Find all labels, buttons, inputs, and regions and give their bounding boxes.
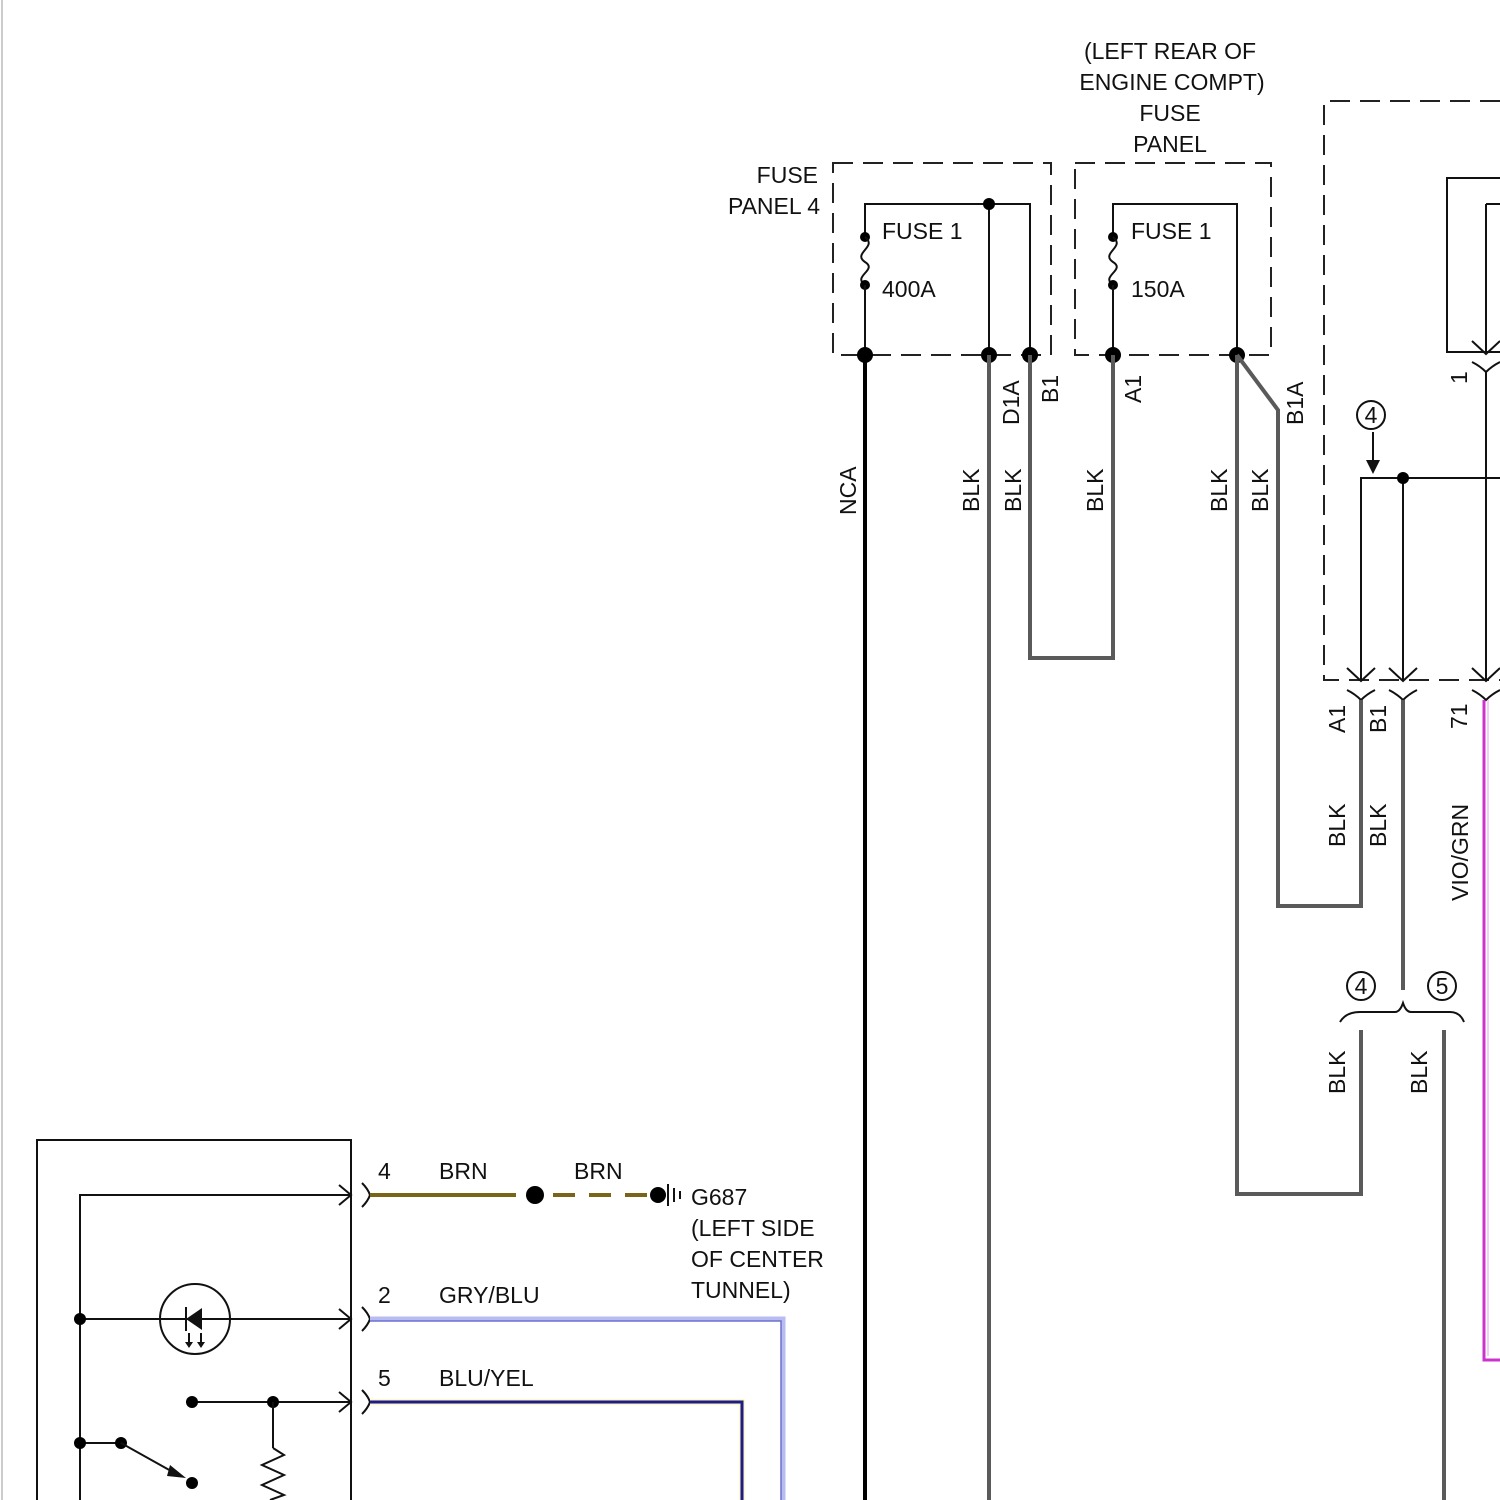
fuse-panel-engine-boundary	[1075, 163, 1271, 355]
switch-module	[37, 1140, 351, 1500]
fuse-panel-engine-fuse-label: FUSE 1	[1131, 218, 1212, 244]
module-labels: 4 BRN BRN G687 (LEFT SIDE OF CENTER TUNN…	[378, 1158, 824, 1391]
ground-location-2: OF CENTER	[691, 1246, 824, 1272]
terminal-label-1: 1	[1446, 371, 1472, 384]
fuse-panel-4-fuse-rating: 400A	[882, 276, 936, 302]
wire-vio-grn	[1484, 700, 1500, 1360]
wire-label-blk: BLK	[1406, 1050, 1432, 1094]
wire-blu-yel	[370, 1402, 742, 1500]
connector-cup-icon	[1389, 690, 1417, 700]
fuse-panel-4-fuse-label: FUSE 1	[882, 218, 963, 244]
fuse-panel-4-name-1: FUSE	[757, 162, 818, 188]
right-module-internal-bus	[1361, 478, 1500, 680]
connector-chevron-icon	[1472, 362, 1500, 372]
wire-label-blk: BLK	[958, 468, 984, 512]
connector-cup-icon	[362, 1183, 370, 1207]
fuse-panel-4: FUSE PANEL 4 FUSE 1 400A	[728, 162, 1051, 363]
switch-arrow-icon	[167, 1465, 186, 1478]
resistor-icon	[262, 1448, 284, 1500]
ground-location-3: TUNNEL)	[691, 1277, 791, 1303]
fuse-panel-engine-location-2: ENGINE COMPT)	[1079, 69, 1264, 95]
terminal-label-conn-a1: A1	[1324, 705, 1350, 733]
junction-dot	[983, 198, 995, 210]
reference-number: 5	[1436, 973, 1449, 999]
pin-number-4: 4	[378, 1158, 391, 1184]
wire-label-gry-blu: GRY/BLU	[439, 1282, 540, 1308]
terminal-label-conn-71: 71	[1446, 703, 1472, 729]
fuse-panel-4-name-2: PANEL 4	[728, 193, 820, 219]
wires	[865, 355, 1500, 1500]
module-connectors	[362, 1183, 370, 1414]
pin-number-2: 2	[378, 1282, 391, 1308]
ground-location-1: (LEFT SIDE	[691, 1215, 815, 1241]
wire-label-blk: BLK	[1206, 468, 1232, 512]
terminal-label-b1a: B1A	[1282, 381, 1308, 425]
connector-cup-icon	[362, 1307, 370, 1331]
fuse-panel-engine: (LEFT REAR OF ENGINE COMPT) FUSE PANEL F…	[1075, 38, 1271, 363]
wire-blu-yel-core	[370, 1402, 742, 1500]
junction-dot	[1397, 472, 1409, 484]
connector-cup-icon	[362, 1390, 370, 1414]
connector-cup-icon	[1472, 690, 1500, 700]
junction-dot	[74, 1313, 86, 1325]
fuse-panel-engine-name-2: PANEL	[1133, 131, 1207, 157]
vertical-labels: NCA BLK D1A BLK B1 A1 BLK BLK B1A BLK BL…	[835, 375, 1473, 1094]
wire-label-blu-yel: BLU/YEL	[439, 1365, 534, 1391]
junction-dot	[186, 1396, 198, 1408]
wire-label-brn: BRN	[439, 1158, 488, 1184]
ground-id: G687	[691, 1184, 747, 1210]
junction-dot	[74, 1437, 86, 1449]
reference-number: 4	[1355, 973, 1368, 999]
wire-label-vio-grn: VIO/GRN	[1447, 804, 1473, 901]
fuse-panel-engine-fuse-rating: 150A	[1131, 276, 1185, 302]
wire-label-blk: BLK	[1000, 468, 1026, 512]
wire-label-blk: BLK	[1365, 803, 1391, 847]
wire-label-blk: BLK	[1082, 468, 1108, 512]
wire-label-nca: NCA	[835, 466, 861, 515]
arrow-down-icon	[1366, 460, 1380, 474]
right-module-boundary	[1324, 101, 1500, 680]
terminal-label-d1a: D1A	[998, 380, 1024, 425]
fuse-1-400a-icon	[861, 237, 869, 285]
terminal-label-b1: B1	[1037, 375, 1063, 403]
splice-dot	[526, 1186, 544, 1204]
reference-number: 4	[1365, 402, 1378, 428]
ground-dot	[650, 1187, 666, 1203]
terminal-label-a1: A1	[1120, 375, 1146, 403]
fuse-panel-engine-location-1: (LEFT REAR OF	[1084, 38, 1256, 64]
wire-gry-blu-core	[370, 1321, 781, 1500]
connector-cup-icon	[1347, 690, 1375, 700]
wire-label-blk: BLK	[1324, 803, 1350, 847]
wire-label-blk: BLK	[1247, 468, 1273, 512]
fuse-1-150a-icon	[1109, 237, 1117, 285]
wire-label-blk: BLK	[1324, 1050, 1350, 1094]
pin-number-5: 5	[378, 1365, 391, 1391]
terminal-label-conn-b1: B1	[1365, 705, 1391, 733]
fuse-panel-engine-name-1: FUSE	[1139, 100, 1200, 126]
wire-gry-blu	[370, 1319, 783, 1500]
right-module: 1 4 A1 B1 71	[1324, 101, 1500, 733]
brace-icon	[1340, 1003, 1464, 1022]
wire-label-brn: BRN	[574, 1158, 623, 1184]
switch-contact-dot	[186, 1477, 198, 1489]
